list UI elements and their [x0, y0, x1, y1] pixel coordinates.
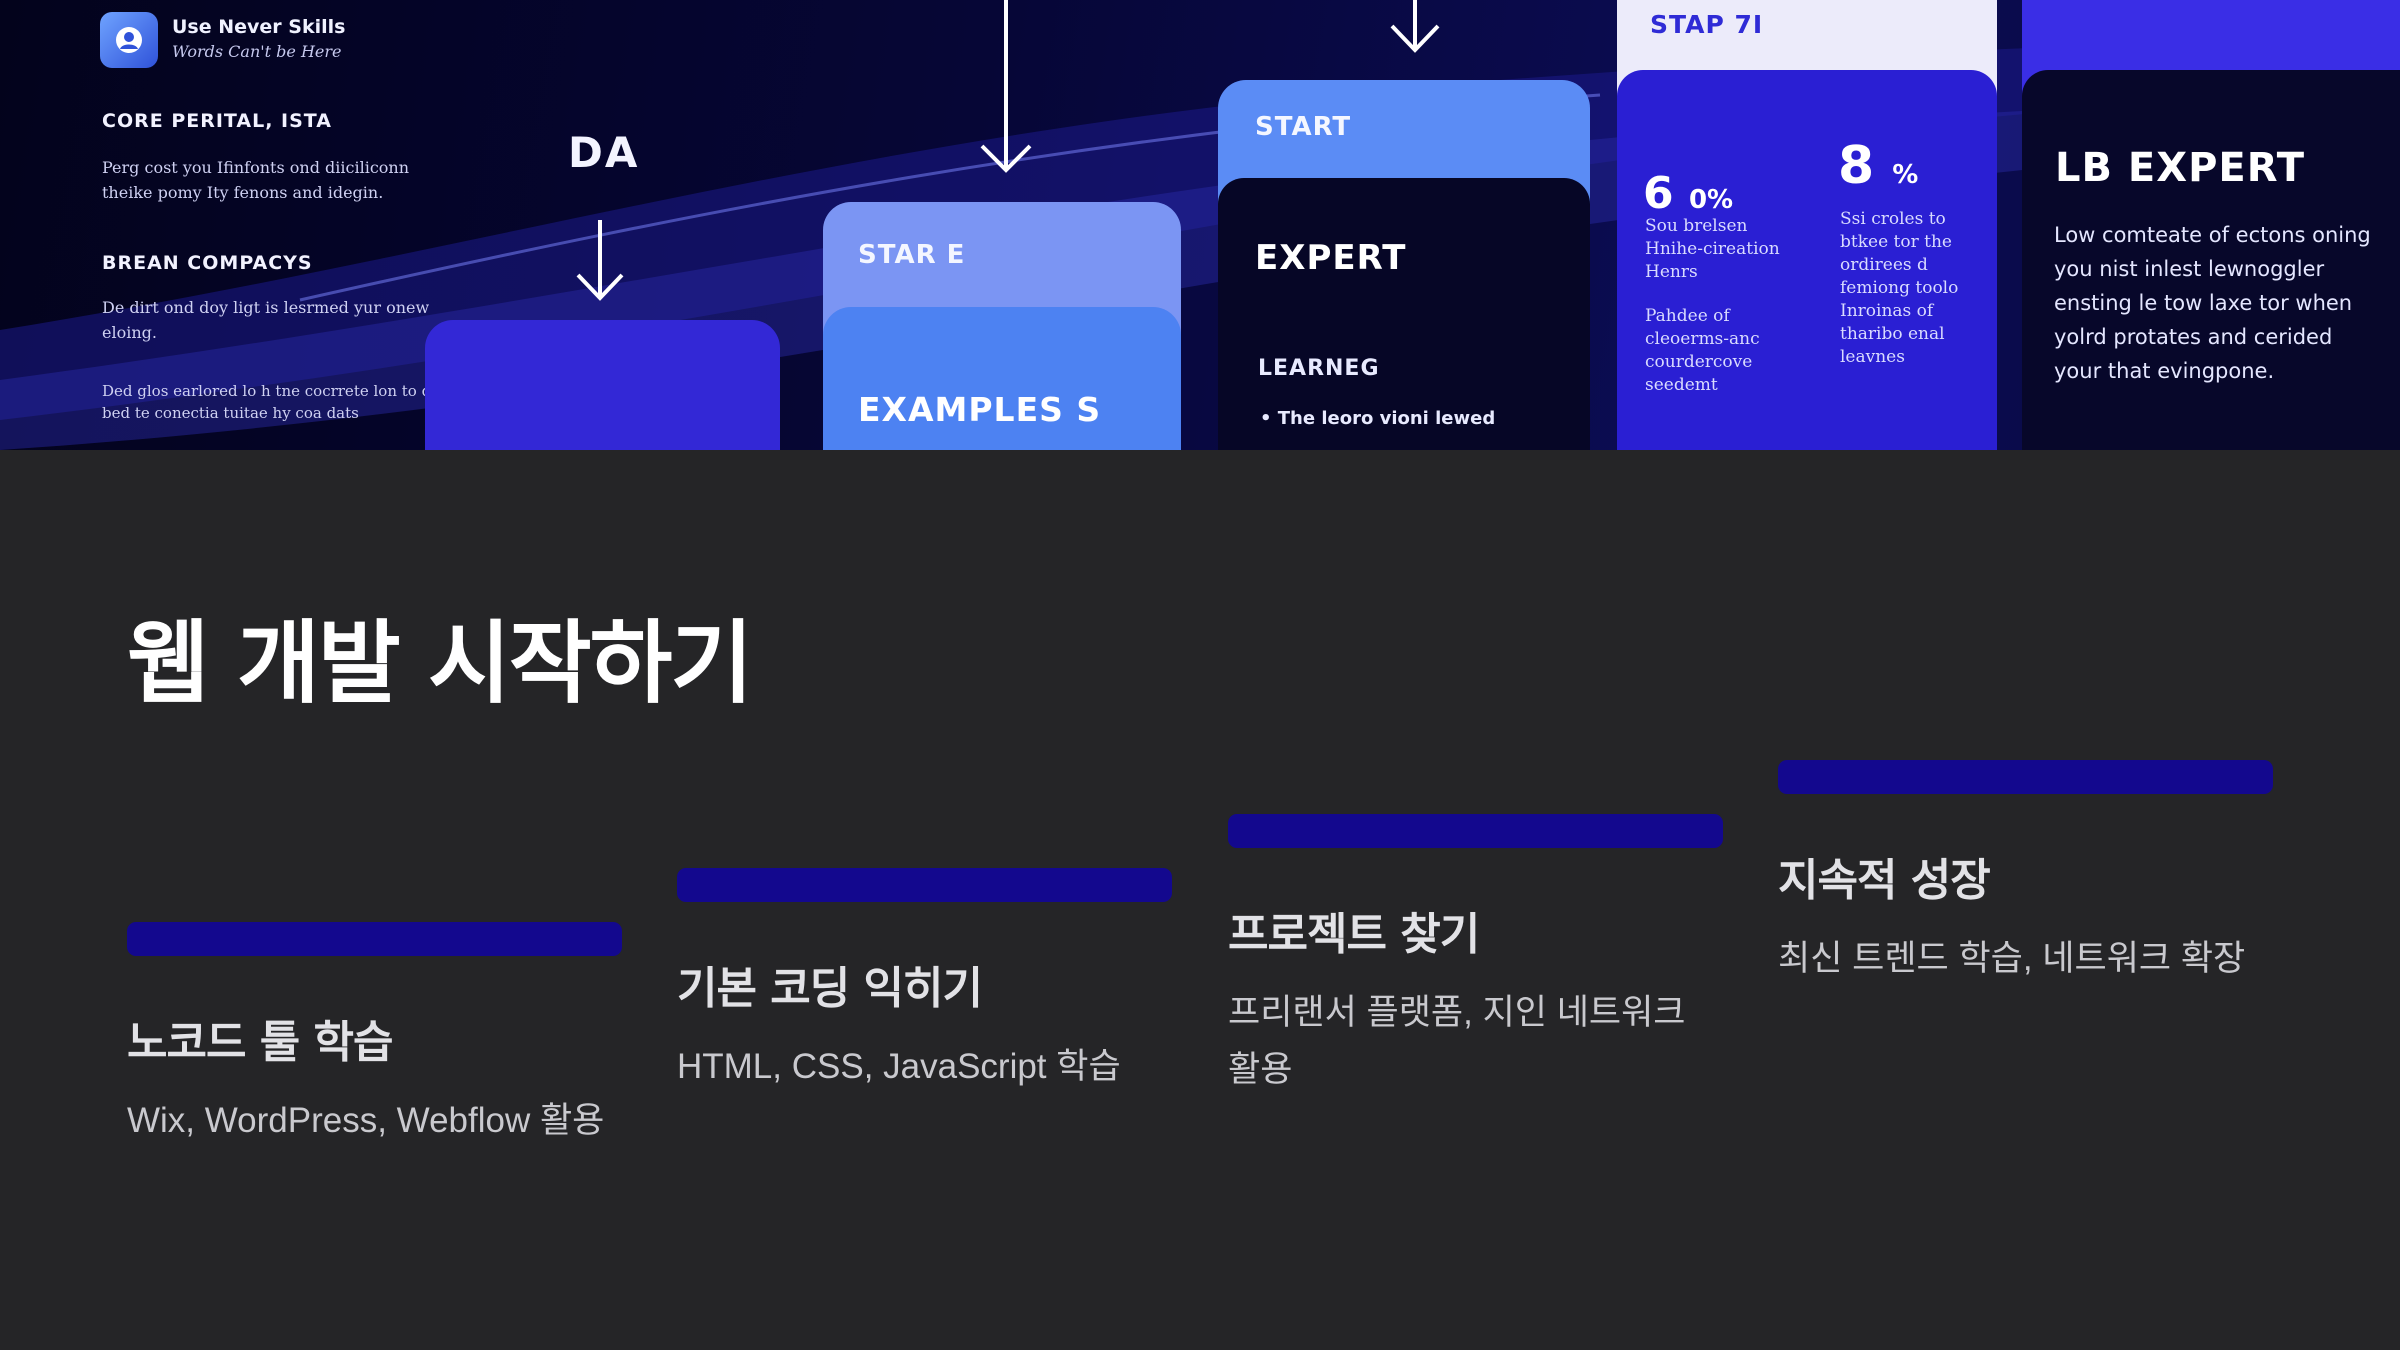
stat-number: 6 0% [1643, 168, 1734, 219]
section-heading: CORE PERITAL, ISTA [102, 110, 332, 132]
roadmap-card-nocode: 노코드 툴 학습 Wix, WordPress, Webflow 활용 [127, 922, 622, 1149]
step-label: STAR E [858, 240, 966, 270]
down-arrow-icon [1390, 0, 1440, 53]
step-label: STAP 7I [1650, 10, 1764, 39]
section-text: Ded glos earlored lo h tne cocrrete lon … [102, 382, 455, 422]
card-accent-bar [1228, 814, 1723, 848]
page-title: 웹 개발 시작하기 [127, 611, 753, 716]
down-arrow-icon [980, 0, 1032, 173]
card-description: 프리랜서 플랫폼, 지인 네트워크 활용 [1228, 993, 1686, 1089]
step-label: START [1255, 112, 1352, 142]
step-subhead: LEARNEG [1258, 356, 1380, 381]
card-title: 기본 코딩 익히기 [677, 963, 983, 1014]
expert-title: LB EXPERT [2055, 145, 2305, 191]
stat-text: Pahdee of cleoerms-anc courdercove seede… [1645, 306, 1760, 395]
card-description: 최신 트렌드 학습, 네트워크 확장 [1778, 939, 2246, 978]
stat-text: Ssi croles to btkee tor the ordirees d f… [1840, 209, 1959, 367]
stat-text: Sou brelsen Hnihe-cireation Henrs [1645, 216, 1780, 282]
person-search-icon [116, 27, 142, 53]
card-title: 지속적 성장 [1778, 855, 1991, 906]
step-bullet: • The leoro vioni lewed [1260, 408, 1496, 429]
expert-text: Low comteate of ectons oning you nist in… [2054, 223, 2371, 383]
card-accent-bar [1778, 760, 2273, 794]
card-description: HTML, CSS, JavaScript 학습 [677, 1047, 1121, 1086]
app-logo [100, 12, 158, 68]
step-label-da: DA [568, 128, 640, 177]
roadmap-card-growth: 지속적 성장 최신 트렌드 학습, 네트워크 확장 [1778, 760, 2273, 987]
section-heading: BREAN COMPACYS [102, 252, 313, 274]
step-block-2 [823, 202, 1181, 450]
stat-number: 8 % [1838, 136, 1919, 196]
step-block-1 [425, 320, 780, 450]
down-arrow-icon [576, 220, 624, 301]
app-subtitle: Words Can't be Here [172, 42, 342, 61]
step-block-4 [1617, 0, 1997, 450]
roadmap-card-coding: 기본 코딩 익히기 HTML, CSS, JavaScript 학습 [677, 868, 1172, 1095]
section-text: De dirt ond doy ligt is lesrmed yur onew… [102, 298, 430, 342]
step-sublabel: EXAMPLES S [858, 390, 1102, 429]
step-block-3 [1218, 80, 1590, 450]
expert-block [2022, 0, 2400, 450]
section-text: Perg cost you Ifinfonts ond diiciliconn … [102, 158, 410, 202]
step-sublabel: EXPERT [1255, 238, 1407, 278]
card-accent-bar [127, 922, 622, 956]
card-title: 노코드 툴 학습 [127, 1017, 394, 1068]
card-description: Wix, WordPress, Webflow 활용 [127, 1101, 605, 1140]
card-accent-bar [677, 868, 1172, 902]
card-title: 프로젝트 찾기 [1228, 909, 1480, 960]
hero-banner-image: Use Never Skills Words Can't be Here COR… [0, 0, 2400, 450]
app-title: Use Never Skills [172, 16, 346, 38]
roadmap-card-projects: 프로젝트 찾기 프리랜서 플랫폼, 지인 네트워크 활용 [1228, 814, 1723, 1098]
